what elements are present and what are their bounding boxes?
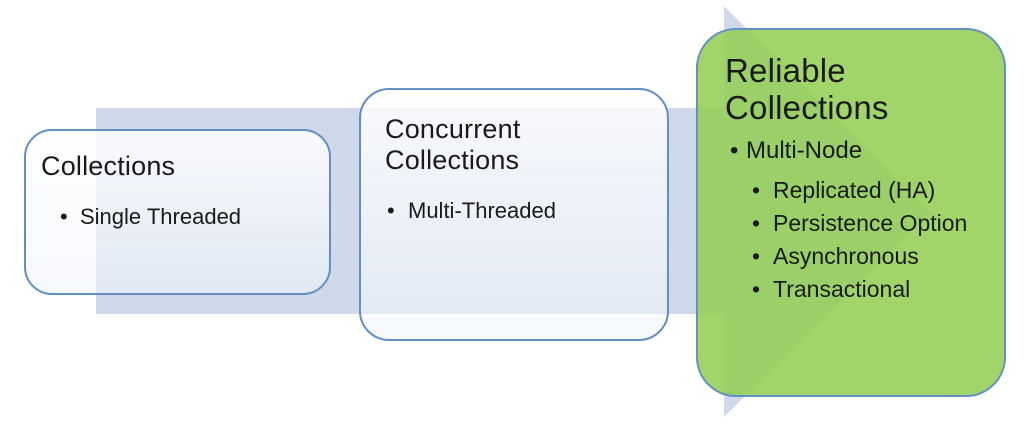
- sub-list-item: • Asynchronous: [725, 240, 990, 273]
- box-collections: Collections • Single Threaded: [24, 129, 331, 295]
- bullet-text: Multi-Threaded: [408, 198, 556, 223]
- bullet-text: Persistence Option: [773, 210, 968, 236]
- bullet-dot: •: [752, 276, 761, 302]
- bullet-dot: •: [752, 243, 761, 269]
- box-collections-title: Collections: [41, 151, 176, 181]
- box-concurrent-collections: Concurrent Collections • Multi-Threaded: [359, 88, 669, 341]
- sub-bullet-list: • Replicated (HA) • Persistence Option •…: [725, 174, 990, 306]
- bullet-text: Single Threaded: [80, 204, 242, 229]
- box-concurrent-collections-title: Concurrent Collections: [385, 114, 521, 175]
- box-reliable-collections-title: Reliable Collections: [725, 52, 889, 126]
- box-reliable-collections: Reliable Collections • Multi-Node • Repl…: [696, 28, 1006, 397]
- bullet-text: Multi-Node: [746, 137, 863, 164]
- bullet-text: Replicated (HA): [773, 177, 936, 203]
- list-item: • Multi-Threaded: [385, 198, 651, 224]
- list-item: • Single Threaded: [41, 204, 313, 230]
- bullet-dot: •: [752, 177, 761, 203]
- bullet-dot: •: [730, 137, 739, 164]
- sub-list-item: • Transactional: [725, 273, 990, 306]
- sub-list-item: • Replicated (HA): [725, 174, 990, 207]
- list-item: • Multi-Node: [725, 136, 990, 166]
- bullet-text: Asynchronous: [773, 243, 919, 269]
- bullet-dot: •: [60, 204, 68, 229]
- bullet-dot: •: [752, 210, 761, 236]
- sub-list-item: • Persistence Option: [725, 207, 990, 240]
- bullet-dot: •: [387, 198, 395, 223]
- bullet-text: Transactional: [773, 276, 911, 302]
